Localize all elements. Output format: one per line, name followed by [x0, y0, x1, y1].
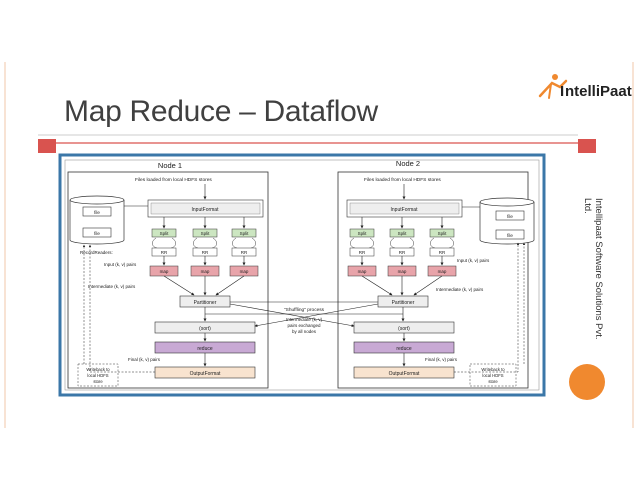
node1-outputformat-label: OutputFormat — [190, 371, 221, 377]
node1-rr-label: RR — [202, 250, 209, 255]
node1-file-label: file — [94, 231, 100, 236]
node2-splits — [349, 228, 455, 238]
node2-input-pairs-label: Input (k, v) pairs — [457, 258, 490, 263]
node1-writeback-box — [77, 363, 119, 387]
node1-writeback-line2: local HDFS — [87, 373, 108, 378]
node2-reduce-label: reduce — [396, 346, 412, 352]
node1-intermediate-pairs-label: Intermediate (k, v) pairs — [88, 284, 136, 289]
node2-outputformat-box — [353, 366, 455, 379]
logo-initial: I — [560, 83, 564, 100]
node1-sort-label: (sort) — [199, 326, 211, 332]
node1-split-label: Split — [160, 231, 170, 236]
orange-dot — [569, 364, 605, 400]
node1-rr-label: RR — [161, 250, 168, 255]
node2-file-label: file — [507, 233, 513, 238]
node2-maps — [347, 265, 457, 277]
node1-input-pairs-label: Input (k, v) pairs — [104, 262, 137, 267]
node2-loop-arrows — [350, 237, 454, 249]
slide-frame — [4, 62, 634, 428]
node1-final-pairs-label: Final (k, v) pairs — [128, 357, 161, 362]
node1-map-label: map — [160, 269, 169, 274]
credit-line-1: Intellipaat Software Solutions Pvt. — [593, 198, 604, 340]
credit-line-2: Ltd. — [582, 198, 593, 214]
node2-file-label: file — [507, 214, 513, 219]
node1-writeback-line1: Writeback to — [86, 367, 110, 372]
node1-hdfs-store-icon — [69, 195, 125, 245]
node2-final-pairs-label: Final (k, v) pairs — [425, 357, 458, 362]
page-title: Map Reduce – Dataflow — [64, 95, 378, 128]
node1-writeback-line3: store — [93, 379, 103, 384]
node2-rr-label: RR — [439, 250, 446, 255]
node2-sort-label: (sort) — [398, 326, 410, 332]
node1-record-readers-label: RecordReaders: — [80, 250, 113, 255]
node2-rr-label: RR — [399, 250, 406, 255]
node1-split-box — [231, 228, 257, 238]
writeback-paths — [82, 242, 526, 373]
node1-inputformat-label: InputFormat — [192, 207, 220, 213]
node2-title: Node 2 — [396, 159, 420, 168]
node2-writeback-line3: store — [488, 379, 498, 384]
flow-arrows — [124, 184, 480, 367]
node2-split-box — [349, 228, 375, 238]
node1-reduce-label: reduce — [197, 346, 213, 352]
diagram-inner-border — [64, 159, 540, 391]
exchange-label-line1: Intermediate (k, v) — [286, 317, 323, 322]
node1-split-label: Split — [201, 231, 211, 236]
node1-files-loaded-label: Files loaded from local HDFS stores — [135, 177, 212, 183]
node1-split-label: Split — [240, 231, 250, 236]
node2-writeback-line2: local HDFS — [482, 373, 503, 378]
node1-split-box — [192, 228, 218, 238]
node2-map-label: map — [438, 269, 447, 274]
node1-title: Node 1 — [158, 161, 182, 170]
shuffling-process-label: "Shuffling" process — [284, 307, 325, 313]
node1-panel — [67, 171, 269, 389]
node2-files-loaded-label: Files loaded from local HDFS stores — [364, 177, 441, 183]
node1-map-label: map — [201, 269, 210, 274]
node2-panel — [337, 171, 529, 389]
node2-outputformat-label: OutputFormat — [389, 371, 420, 377]
node2-split-label: Split — [358, 231, 368, 236]
accent-red-square-right — [578, 139, 596, 153]
node2-map-label: map — [358, 269, 367, 274]
node2-inputformat-label: InputFormat — [391, 207, 419, 213]
node2-writeback-box — [469, 363, 517, 387]
intellipaat-logo: I ntelliPaat — [538, 74, 632, 100]
mapreduce-diagram: Node 1 Node 2 Files loaded from local HD… — [58, 153, 546, 397]
node1-map-label: map — [240, 269, 249, 274]
logo-text: ntelliPaat — [565, 83, 632, 100]
node2-partitioner-label: Partitioner — [392, 300, 415, 306]
accent-red-square — [38, 139, 56, 153]
node1-outputformat-box — [154, 366, 256, 379]
exchange-label-line2: pairs exchanged — [287, 323, 321, 328]
node2-intermediate-pairs-label: Intermediate (k, v) pairs — [436, 287, 484, 292]
node2-map-label: map — [398, 269, 407, 274]
node2-split-box — [389, 228, 415, 238]
node2-split-label: Split — [398, 231, 408, 236]
node1-partitioner-label: Partitioner — [194, 300, 217, 306]
node2-inputformat-box — [346, 199, 463, 218]
node1-split-box — [151, 228, 177, 238]
node1-rr-label: RR — [241, 250, 248, 255]
node2-rr-label: RR — [359, 250, 366, 255]
exchange-label-line3: by all nodes — [292, 329, 317, 334]
node2-split-label: Split — [438, 231, 448, 236]
node1-inputformat-box — [147, 199, 264, 218]
node1-file-label: file — [94, 210, 100, 215]
node1-loop-arrows — [152, 237, 256, 249]
logo-figure-icon — [538, 74, 568, 99]
node1-splits — [151, 228, 257, 238]
node2-writeback-line1: Writeback to — [481, 367, 505, 372]
node2-hdfs-store-icon — [479, 197, 535, 245]
vertical-credit: Intellipaat Software Solutions Pvt. Ltd. — [582, 198, 604, 348]
node2-split-box — [429, 228, 455, 238]
